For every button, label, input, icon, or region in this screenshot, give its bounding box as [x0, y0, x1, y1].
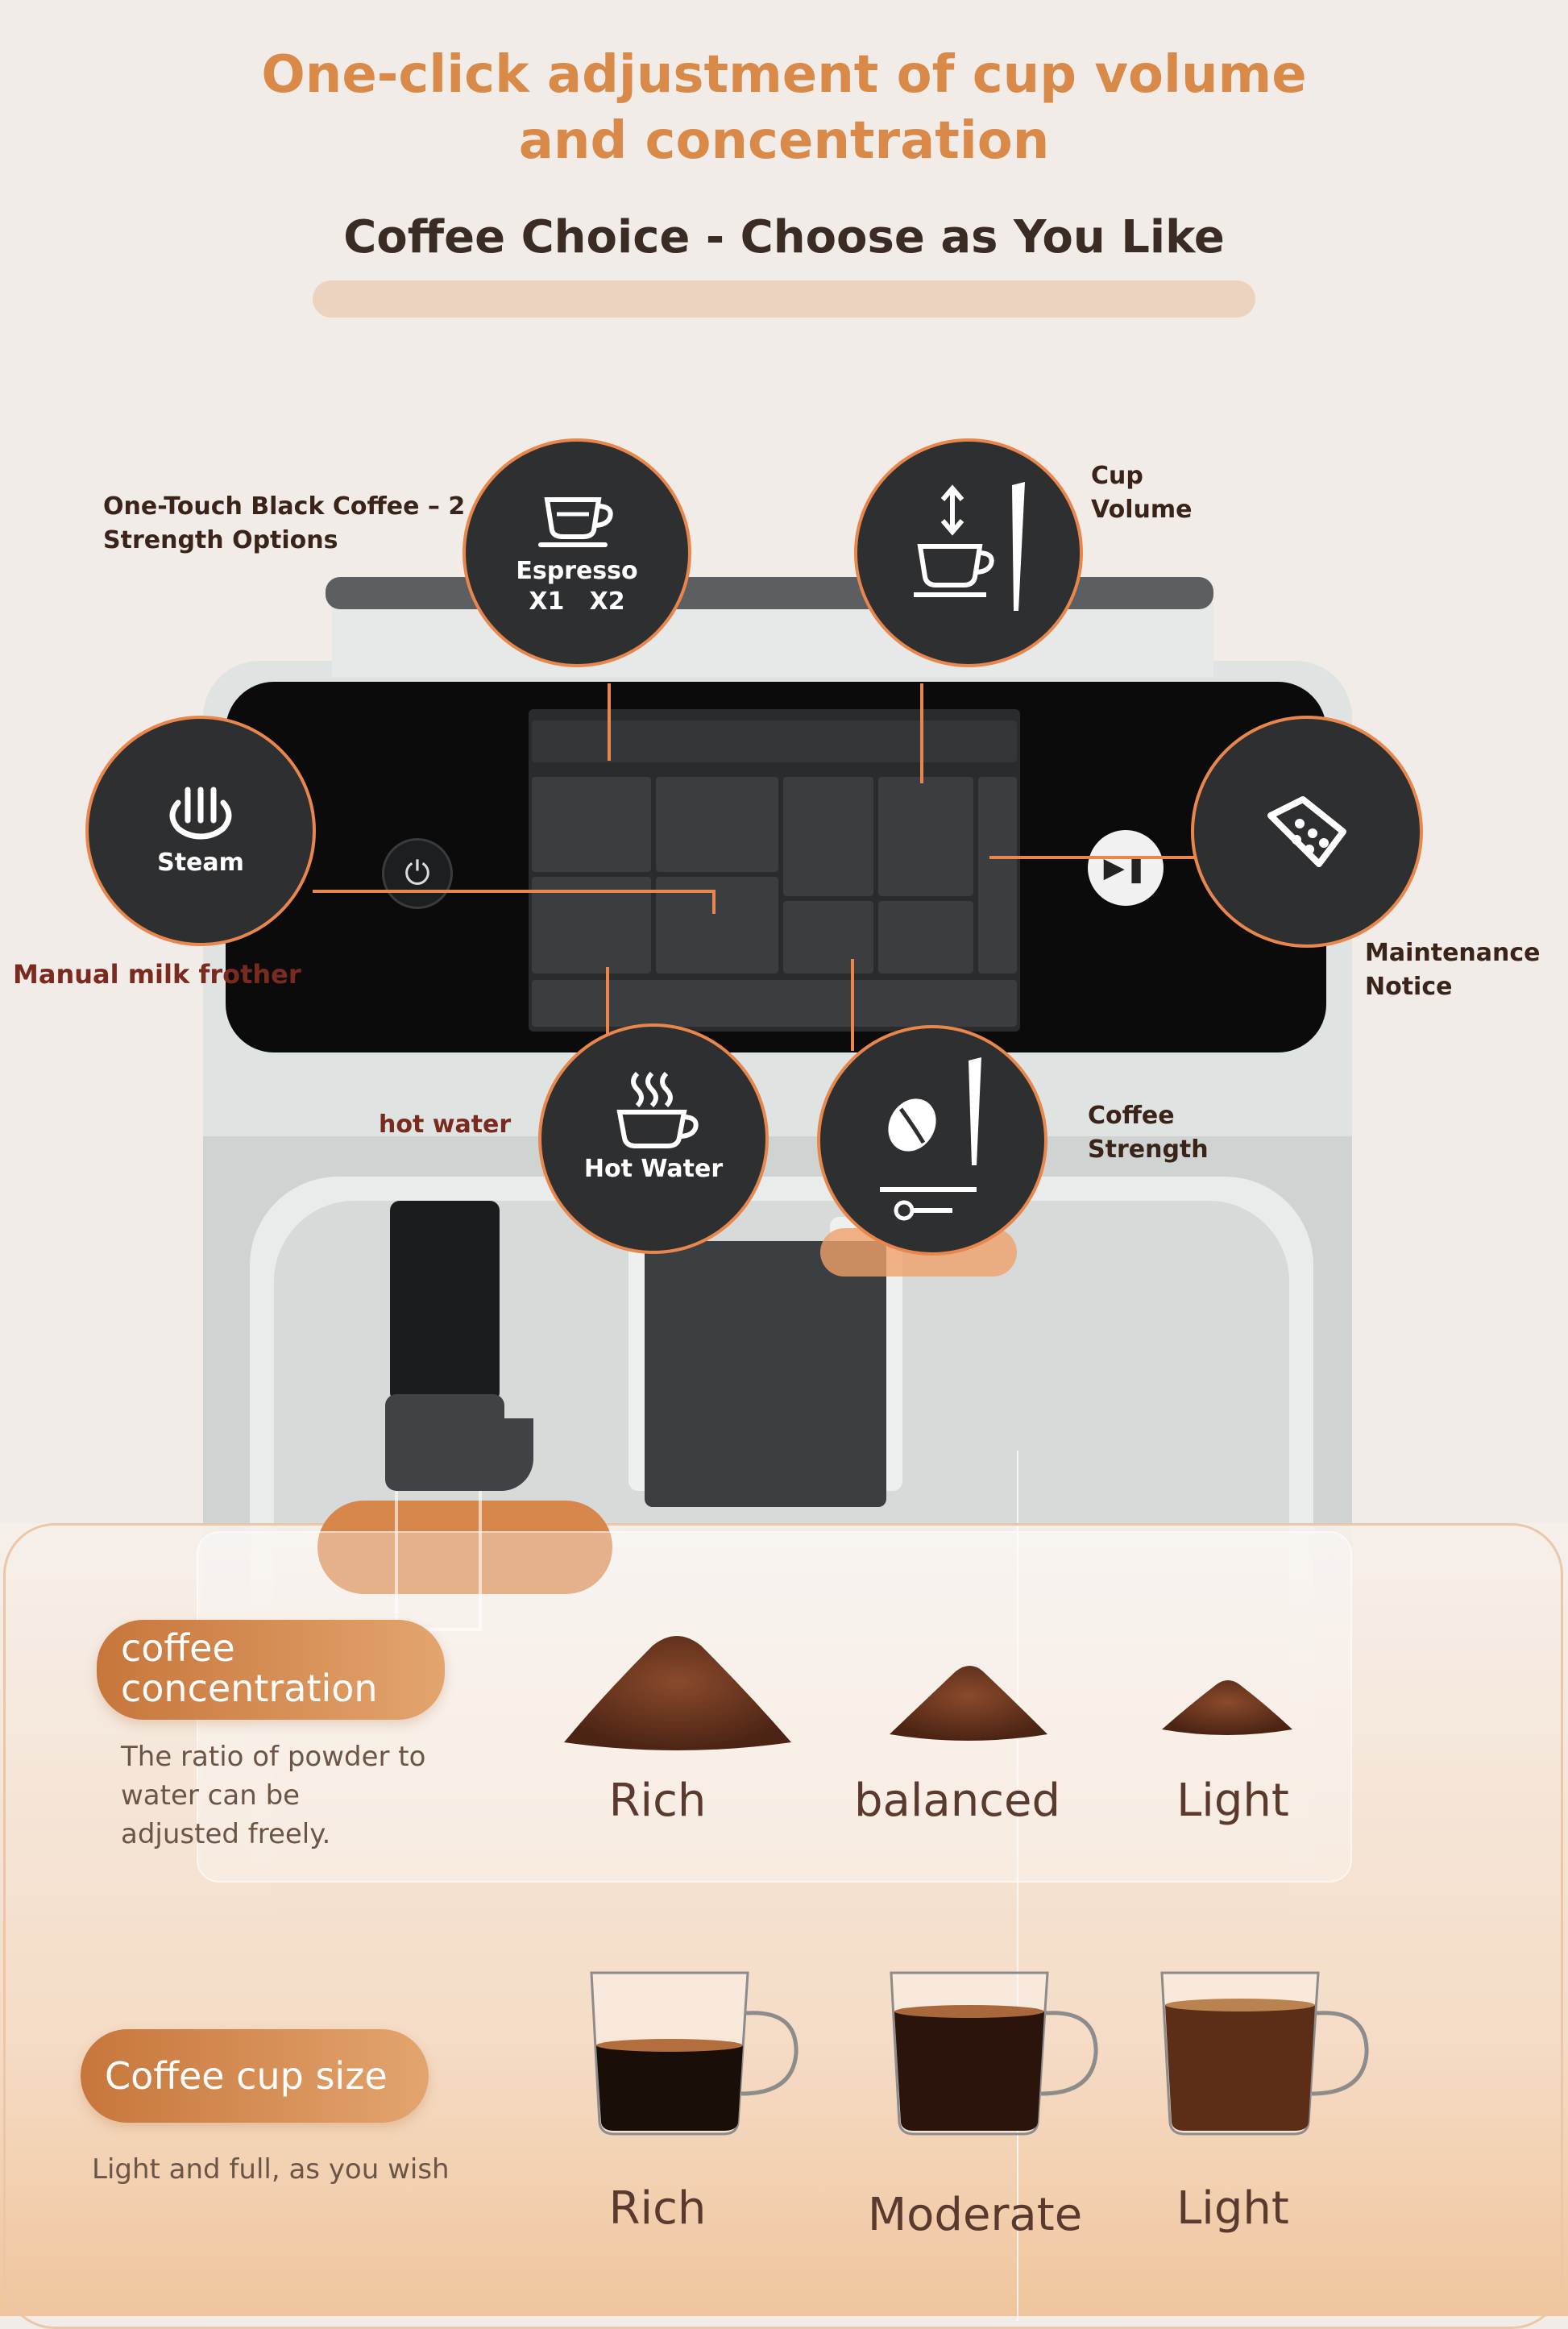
caption-maintenance-line1: Maintenance — [1365, 939, 1541, 967]
subheading-underline-bar — [313, 280, 1255, 318]
caption-espresso: One-Touch Black Coffee – 2 Strength Opti… — [103, 492, 466, 554]
callout-espresso: Espresso X1 X2 — [463, 438, 691, 667]
page-subheading: Coffee Choice - Choose as You Like — [343, 211, 1225, 264]
frother-glass-pitcher — [395, 1491, 482, 1631]
screen-cell-status-column — [978, 777, 1017, 974]
frother-lever — [479, 1418, 533, 1491]
powder-pile-rich — [564, 1636, 791, 1750]
cup-volume-icon — [914, 482, 1025, 611]
caption-maintenance: Maintenance Notice — [1365, 936, 1541, 1004]
caption-hot-water: hot water — [379, 1111, 512, 1139]
coffee-strength-icon — [880, 1057, 981, 1221]
steam-icon — [169, 787, 232, 840]
caption-coffee-strength: Coffee Strength — [1088, 1099, 1209, 1167]
cup-size-level-moderate: Moderate — [867, 2189, 1083, 2241]
callout-cup-volume — [854, 438, 1083, 667]
cup-moderate — [890, 1971, 1098, 2136]
caption-steam: Manual milk frother — [13, 959, 301, 990]
connector-strength — [851, 959, 854, 1051]
screen-cell-steam[interactable] — [656, 877, 778, 974]
concentration-tag-line1: coffee — [121, 1626, 235, 1670]
maintenance-icon — [1267, 796, 1346, 867]
connector-steam — [313, 890, 714, 893]
concentration-desc-line1: The ratio of powder to — [121, 1741, 426, 1773]
screen-cell-volume[interactable] — [878, 777, 973, 896]
screen-cell-coffee[interactable] — [656, 777, 778, 872]
cup-size-tag: Coffee cup size — [81, 2029, 429, 2123]
hot-water-cup-icon — [616, 1071, 699, 1148]
milk-frother-wand — [390, 1201, 500, 1402]
screen-cell-espresso[interactable] — [532, 777, 651, 872]
lower-divider-line — [1017, 1451, 1018, 2321]
powder-pile-balanced — [890, 1666, 1047, 1741]
connector-espresso — [608, 683, 611, 761]
callout-maintenance — [1191, 716, 1423, 948]
connector-steam-drop — [712, 890, 716, 914]
caption-cup-volume-line1: Cup — [1091, 462, 1143, 490]
callout-steam: Steam — [85, 716, 316, 946]
caption-cup-volume: Cup Volume — [1091, 459, 1192, 527]
concentration-tag-line2: concentration — [121, 1667, 378, 1710]
connector-cup-volume — [920, 683, 923, 783]
concentration-level-light: Light — [1176, 1775, 1289, 1827]
screen-cell-descale[interactable] — [783, 901, 873, 974]
callout-steam-title: Steam — [157, 849, 244, 877]
cup-rich — [590, 1971, 799, 2136]
connector-hot-water — [606, 967, 609, 1048]
concentration-level-rich: Rich — [608, 1775, 707, 1827]
headline-line-2: and concentration — [518, 111, 1050, 171]
screen-cell-strength[interactable] — [783, 777, 873, 896]
headline-line-1: One-click adjustment of cup volume — [261, 45, 1307, 105]
touch-screen — [529, 709, 1020, 1032]
callout-coffee-strength — [817, 1025, 1047, 1256]
callout-hot-water: Hot Water — [538, 1023, 769, 1254]
screen-cell-clean[interactable] — [878, 901, 973, 974]
connector-maintenance — [989, 856, 1194, 859]
caption-strength-line2: Strength — [1088, 1135, 1209, 1164]
concentration-tag: coffee concentration — [97, 1620, 445, 1720]
power-icon: ⏻ — [404, 855, 430, 892]
concentration-description: The ratio of powder to water can be adju… — [121, 1737, 459, 1854]
decorative-orange-pill — [317, 1501, 612, 1594]
concentration-desc-line3: adjusted freely. — [121, 1818, 331, 1850]
screen-top-bar — [532, 720, 1017, 762]
cup-size-description: Light and full, as you wish — [92, 2153, 450, 2186]
machine-lid — [326, 577, 1213, 609]
callout-espresso-options: X1 X2 — [529, 587, 625, 616]
espresso-cup-icon — [538, 497, 613, 547]
start-pause-button[interactable]: ▶❚ — [1088, 830, 1164, 906]
power-button[interactable]: ⏻ — [382, 838, 453, 909]
screen-bottom-bar[interactable] — [532, 980, 1017, 1027]
page-headline: One-click adjustment of cup volume and c… — [0, 42, 1568, 174]
concentration-level-balanced: balanced — [853, 1775, 1061, 1827]
cup-size-level-rich: Rich — [608, 2182, 707, 2235]
cup-size-level-light: Light — [1176, 2182, 1289, 2235]
coffee-spout — [645, 1241, 886, 1507]
callout-espresso-title: Espresso — [516, 557, 638, 585]
powder-pile-light — [1162, 1680, 1292, 1735]
caption-maintenance-line2: Notice — [1365, 973, 1453, 1001]
screen-cell-iced[interactable] — [532, 877, 651, 974]
cup-light — [1160, 1971, 1369, 2136]
concentration-desc-line2: water can be — [121, 1779, 301, 1812]
caption-cup-volume-line2: Volume — [1091, 496, 1193, 524]
callout-hot-water-title: Hot Water — [583, 1155, 724, 1183]
caption-strength-line1: Coffee — [1088, 1102, 1175, 1130]
